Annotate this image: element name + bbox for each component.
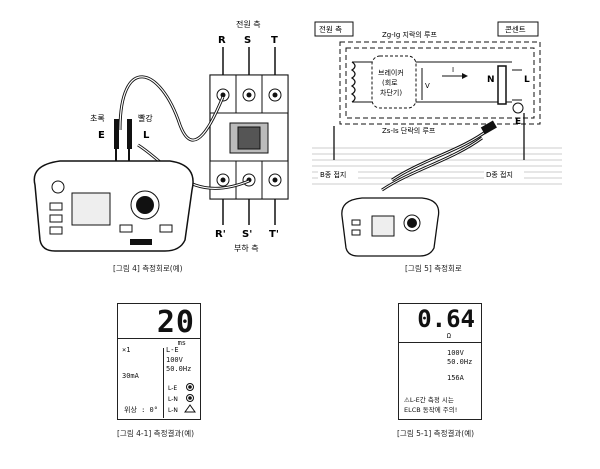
transformer-coil: [350, 61, 356, 103]
outlet-earth: [512, 102, 524, 114]
figure5-caption: [그림 5] 측정회로: [405, 264, 462, 273]
fig5-source-label: 전원 측: [319, 24, 342, 34]
probe-red-label: 빨강: [138, 113, 153, 123]
figure5-diagram: 전원 측 콘센트 Zg-Ig 지락의 루프 Zs-Is 단락의 루프 브레이커 …: [312, 21, 562, 257]
fig4-terminal-r2: R': [215, 229, 226, 240]
svg-text:L-N: L-N: [168, 396, 178, 403]
probe-l-label: L: [143, 130, 150, 141]
figure4-caption: [그림 4] 측정회로(예): [113, 264, 183, 273]
outlet-n: [497, 65, 507, 105]
fig5-outlet-label: 콘센트: [505, 24, 526, 34]
fig5-outlet-box: [497, 21, 539, 37]
loop-ground: [339, 41, 541, 125]
result5-voltage: 100V: [447, 349, 464, 357]
result5-warning-2: ELCB 동작에 주의!: [404, 406, 458, 414]
fig4-terminal-t: T: [271, 35, 278, 46]
result5-warning-1: ⚠L-E간 측정 시는: [404, 396, 454, 404]
result5-current: 156A: [447, 374, 464, 382]
result4-current: 30mA: [122, 372, 139, 380]
fig4-source-label: 전원 측: [236, 19, 261, 29]
result4-multiplier: ×1: [122, 346, 131, 354]
loop-bottom-label: Zs-Is 단락의 루프: [382, 126, 436, 135]
svg-text:L: L: [524, 75, 530, 85]
result4-voltage: 100V: [166, 356, 183, 364]
ground-d-label: D종 접지: [486, 170, 513, 179]
result5-value: 0.64: [417, 305, 475, 333]
result5-frequency: 50.0Hz: [447, 358, 473, 366]
probe-e-label: E: [98, 130, 105, 141]
result4-frequency: 50.0Hz: [166, 365, 192, 373]
fig4-terminal-r: R: [218, 35, 226, 46]
fig4-terminal-s2: S': [242, 229, 252, 240]
loop-short: [345, 47, 535, 119]
result4-unit: ms: [177, 339, 186, 347]
result4-value: 20: [156, 305, 195, 340]
result4-display: 20 ms ×1 L-E 100V 50.0Hz 30mA L-E L-N L-…: [117, 303, 201, 420]
fig4-terminal-t2: T': [269, 229, 279, 240]
current-label: I: [452, 66, 454, 74]
probe-red: [127, 119, 132, 149]
loop-top-label: Zg-Ig 지락의 루프: [382, 30, 437, 39]
result4-mode: L-E: [166, 346, 179, 354]
result4-caption: [그림 4-1] 측정결과(예): [117, 429, 195, 438]
ground-b-label: B종 접지: [320, 170, 346, 179]
fig5-source-box: [314, 21, 354, 37]
svg-text:L-N: L-N: [168, 407, 178, 414]
result5-unit: Ω: [446, 332, 451, 340]
tester-body: [33, 160, 194, 252]
voltage-label: V: [425, 82, 430, 90]
svg-text:L-E: L-E: [168, 385, 177, 392]
svg-text:(회로: (회로: [382, 79, 398, 87]
result4-phase: 위상 : 0°: [124, 406, 158, 414]
svg-text:브레이커: 브레이커: [378, 68, 404, 77]
lead-cable-upper: [118, 75, 225, 142]
result5-caption: [그림 5-1] 측정결과(예): [397, 429, 475, 438]
tester-lcd: [71, 192, 111, 226]
result4-divider: [118, 338, 200, 339]
breaker-dashed: [371, 55, 417, 109]
result5-divider: [399, 342, 481, 343]
svg-text:E: E: [515, 117, 521, 127]
fig4-terminal-s: S: [244, 35, 251, 46]
figure4-diagram: 전원 측 R S T R' S' T' 부하 측 초록 빨강 E L: [33, 19, 289, 253]
probe-green-label: 초록: [90, 114, 105, 123]
svg-text:차단기): 차단기): [380, 88, 402, 97]
fig4-load-label: 부하 측: [234, 243, 259, 253]
svg-text:N: N: [487, 75, 495, 85]
result5-display: 0.64 Ω 100V 50.0Hz 156A ⚠L-E간 측정 시는 ELCB…: [398, 303, 482, 420]
probe-green: [114, 119, 119, 149]
result4-vdivider: [163, 348, 164, 418]
result4-mode-icons: L-E L-N L-N: [168, 383, 196, 414]
